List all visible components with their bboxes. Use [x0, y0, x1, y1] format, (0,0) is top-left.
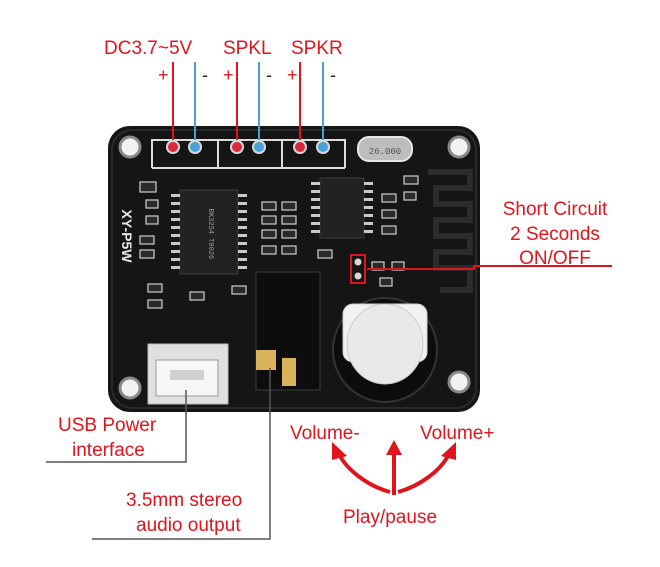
- header-pins: [166, 140, 330, 154]
- pcb-board: 26.000 BK3254 T0026: [108, 126, 480, 412]
- smd-components: [139, 175, 419, 309]
- leader-lines: [46, 62, 612, 540]
- short-circuit-label-line3: ON/OFF: [519, 248, 591, 269]
- board-silkscreen: XY-P5W: [119, 210, 135, 264]
- play-pause-label: Play/pause: [343, 507, 438, 528]
- crystal-oscillator: 26.000: [357, 136, 413, 162]
- spkl-minus-sign: -: [266, 65, 272, 85]
- encoder-arrows: [336, 451, 452, 495]
- bluetooth-ic: BK3254 T0026: [171, 189, 247, 275]
- short-circuit-label-line2: 2 Seconds: [510, 224, 600, 245]
- volume-minus-label: Volume-: [290, 423, 360, 444]
- usb-label-line1: USB Power: [58, 415, 157, 436]
- audio-jack: [255, 271, 321, 391]
- pin-spkl-minus: [252, 140, 266, 154]
- rotary-encoder: [332, 297, 438, 403]
- usb-label-line2: interface: [72, 440, 145, 461]
- spkr-label: SPKR: [291, 38, 343, 59]
- amplifier-ic: [311, 177, 373, 239]
- spkr-plus-sign: +: [287, 65, 298, 85]
- audio-label-line1: 3.5mm stereo: [126, 490, 243, 511]
- short-circuit-pads: [350, 254, 366, 284]
- pin-spkl-plus: [230, 140, 244, 154]
- pin-dc-plus: [166, 140, 180, 154]
- spkr-minus-sign: -: [330, 65, 336, 85]
- pin-dc-minus: [188, 140, 202, 154]
- short-circuit-label-line1: Short Circuit: [502, 199, 608, 220]
- pin-spkr-plus: [293, 140, 307, 154]
- svg-text:BK3254 T0026: BK3254 T0026: [206, 209, 214, 259]
- mounting-hole: [118, 135, 471, 400]
- crystal-marking: 26.000: [369, 147, 401, 157]
- volume-plus-label: Volume+: [420, 423, 495, 444]
- pin-spkr-minus: [316, 140, 330, 154]
- audio-label-line2: audio output: [136, 515, 241, 536]
- dc-power-label: DC3.7~5V: [104, 38, 193, 59]
- spkl-label: SPKL: [223, 38, 272, 59]
- dc-plus-sign: +: [158, 65, 169, 85]
- spkl-plus-sign: +: [223, 65, 234, 85]
- usb-port: [147, 343, 229, 405]
- dc-minus-sign: -: [202, 65, 208, 85]
- arrow-heads: [332, 440, 456, 460]
